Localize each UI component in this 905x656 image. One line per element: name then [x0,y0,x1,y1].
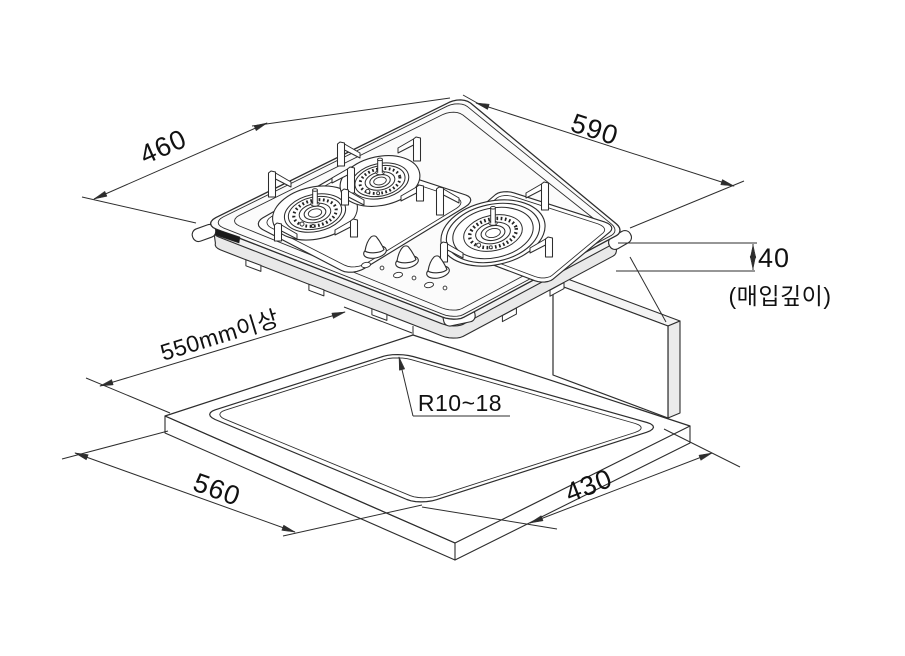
pin-top [377,157,383,162]
pan-support-post [349,218,359,238]
pin-top [312,188,318,192]
knob-indicator-dot [379,265,385,271]
dim-recess-depth-label: 40 [758,243,790,273]
pan-support-post [267,170,277,198]
dimension-arrowhead [331,311,346,319]
burner-cap-top [373,176,387,186]
pin-top [490,205,496,210]
dimension-line [529,452,713,524]
dim-width-label: 590 [567,108,622,151]
pan-support-post [412,136,422,162]
dim-depth-label: 460 [135,123,191,170]
cooktop-drawing [191,99,632,339]
thermocouple-dot [376,191,381,196]
thermocouple-dot [488,245,493,250]
cooktop-body-skirt [212,229,619,339]
igniter-dot [365,188,371,194]
knob-indicator-dot [411,275,417,281]
pan-support-post [544,236,554,258]
dimension-arrowhead [698,452,713,461]
dimension-arrowhead [475,102,490,110]
burner-flame-ports [467,216,519,250]
cutout-inner-edge [219,357,642,499]
pan-support-post [273,222,283,242]
side-panel-front [552,282,669,419]
projection-guide-lines [412,256,667,335]
dimension-arrowhead [529,515,544,524]
pin-stem [490,207,496,224]
pin-stem [377,158,383,174]
side-panel-side [667,320,681,419]
dim-cutout-width-label: 560 [189,467,244,512]
cooktop-foot-tab [549,282,565,297]
extension-line [282,504,423,537]
control-knob [396,245,417,264]
cooktop-foot-tab [501,307,517,323]
extension-line [629,180,745,229]
cutout-opening [209,354,655,503]
knob-indicator-oval [424,281,434,289]
dim-clearance-label: 550mm이상 [157,305,282,366]
cooktop-foot-tab [245,259,262,272]
pan-support-post [540,181,550,211]
extension-line [462,94,480,105]
control-knob [427,255,448,274]
guide-right [629,256,667,323]
burner-cap-top [307,208,323,218]
cooktop-foot-tab [308,283,325,297]
extension-line [343,306,413,334]
cooktop-rim-inner-line [217,103,616,317]
dimension-line [99,311,346,387]
dim-corner-radius-label: R10~18 [418,390,502,416]
igniter-dot [299,221,305,227]
dim-recess-depth-note: (매입깊이) [729,283,832,309]
extension-line [81,196,197,224]
dimension-line [93,122,268,200]
dimension-arrowhead [253,122,268,131]
countertop-side-panel [552,277,681,419]
control-knob [364,235,385,254]
extension-line [663,428,741,468]
pan-support-post [435,186,445,216]
pan-support-post [336,141,346,167]
pan-support-post [415,184,425,202]
pan-support-post [439,241,449,263]
extension-line [251,97,451,127]
countertop-thickness-left [164,415,456,561]
dimension-arrowhead [750,255,756,270]
knob-indicator-oval [393,271,403,279]
burner-cap-top [485,227,501,239]
cooktop-groove-line [234,111,605,311]
leader-line [398,356,414,417]
brand-logo-badge [214,228,241,244]
dimension-lines [61,94,757,537]
knob-indicator-oval [361,261,371,269]
dimension-arrowhead [720,179,735,187]
cooktop-foot-tab [371,308,388,321]
dimension-line [475,102,735,187]
pan-support-post [340,188,350,206]
dimension-arrowhead [93,191,108,200]
thermocouple-dot [311,224,315,228]
dimension-arrowhead [99,379,114,387]
extension-line [85,377,171,414]
countertop-cutout-drawing [164,334,691,561]
dimension-line [74,452,296,533]
pan-support-post [346,166,356,194]
extension-line [421,506,558,530]
igniter-dot [476,242,482,248]
burner-flame-ports [292,198,338,228]
dimension-arrowhead [281,524,296,533]
knob-indicator-dot [442,285,448,291]
dimension-arrowhead [74,452,89,461]
pin-stem [312,189,318,205]
